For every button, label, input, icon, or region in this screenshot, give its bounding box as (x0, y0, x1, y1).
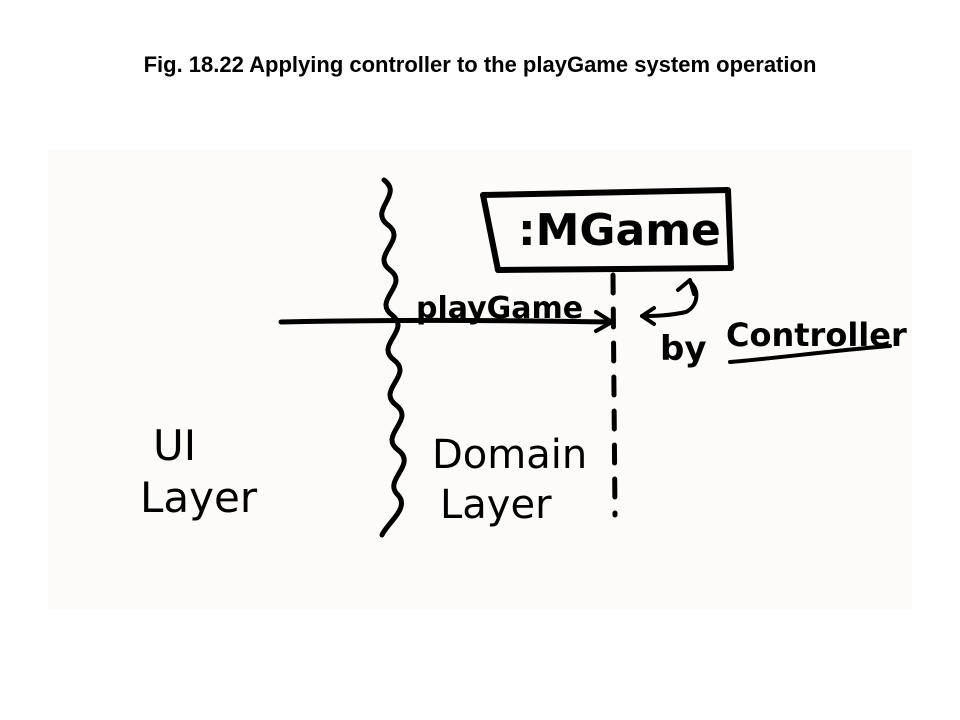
sequence-sketch: :MGame playGame by Controller UI Layer D… (140, 177, 907, 538)
domain-layer-line2: Layer (440, 482, 552, 528)
object-box-label: :MGame (518, 205, 721, 256)
annotation-underline (728, 344, 892, 364)
annotation-by: by (660, 329, 707, 369)
ui-layer-line2: Layer (140, 473, 258, 522)
ui-layer-line1: UI (153, 421, 196, 470)
message-label: playGame (416, 291, 583, 326)
message-arrow-line (278, 318, 611, 325)
message-arrowhead (594, 310, 614, 333)
annotation-pointer-hook (676, 278, 696, 296)
annotation-pointer-head (640, 306, 656, 326)
figure-title: Fig. 18.22 Applying controller to the pl… (143, 52, 817, 77)
lifeline (610, 272, 618, 518)
annotation-pointer (640, 280, 699, 318)
object-box (480, 187, 734, 273)
layer-boundary-wavy-line (379, 177, 407, 538)
sketch-paper: :MGame playGame by Controller UI Layer D… (48, 150, 912, 610)
domain-layer-line1: Domain (432, 432, 587, 478)
